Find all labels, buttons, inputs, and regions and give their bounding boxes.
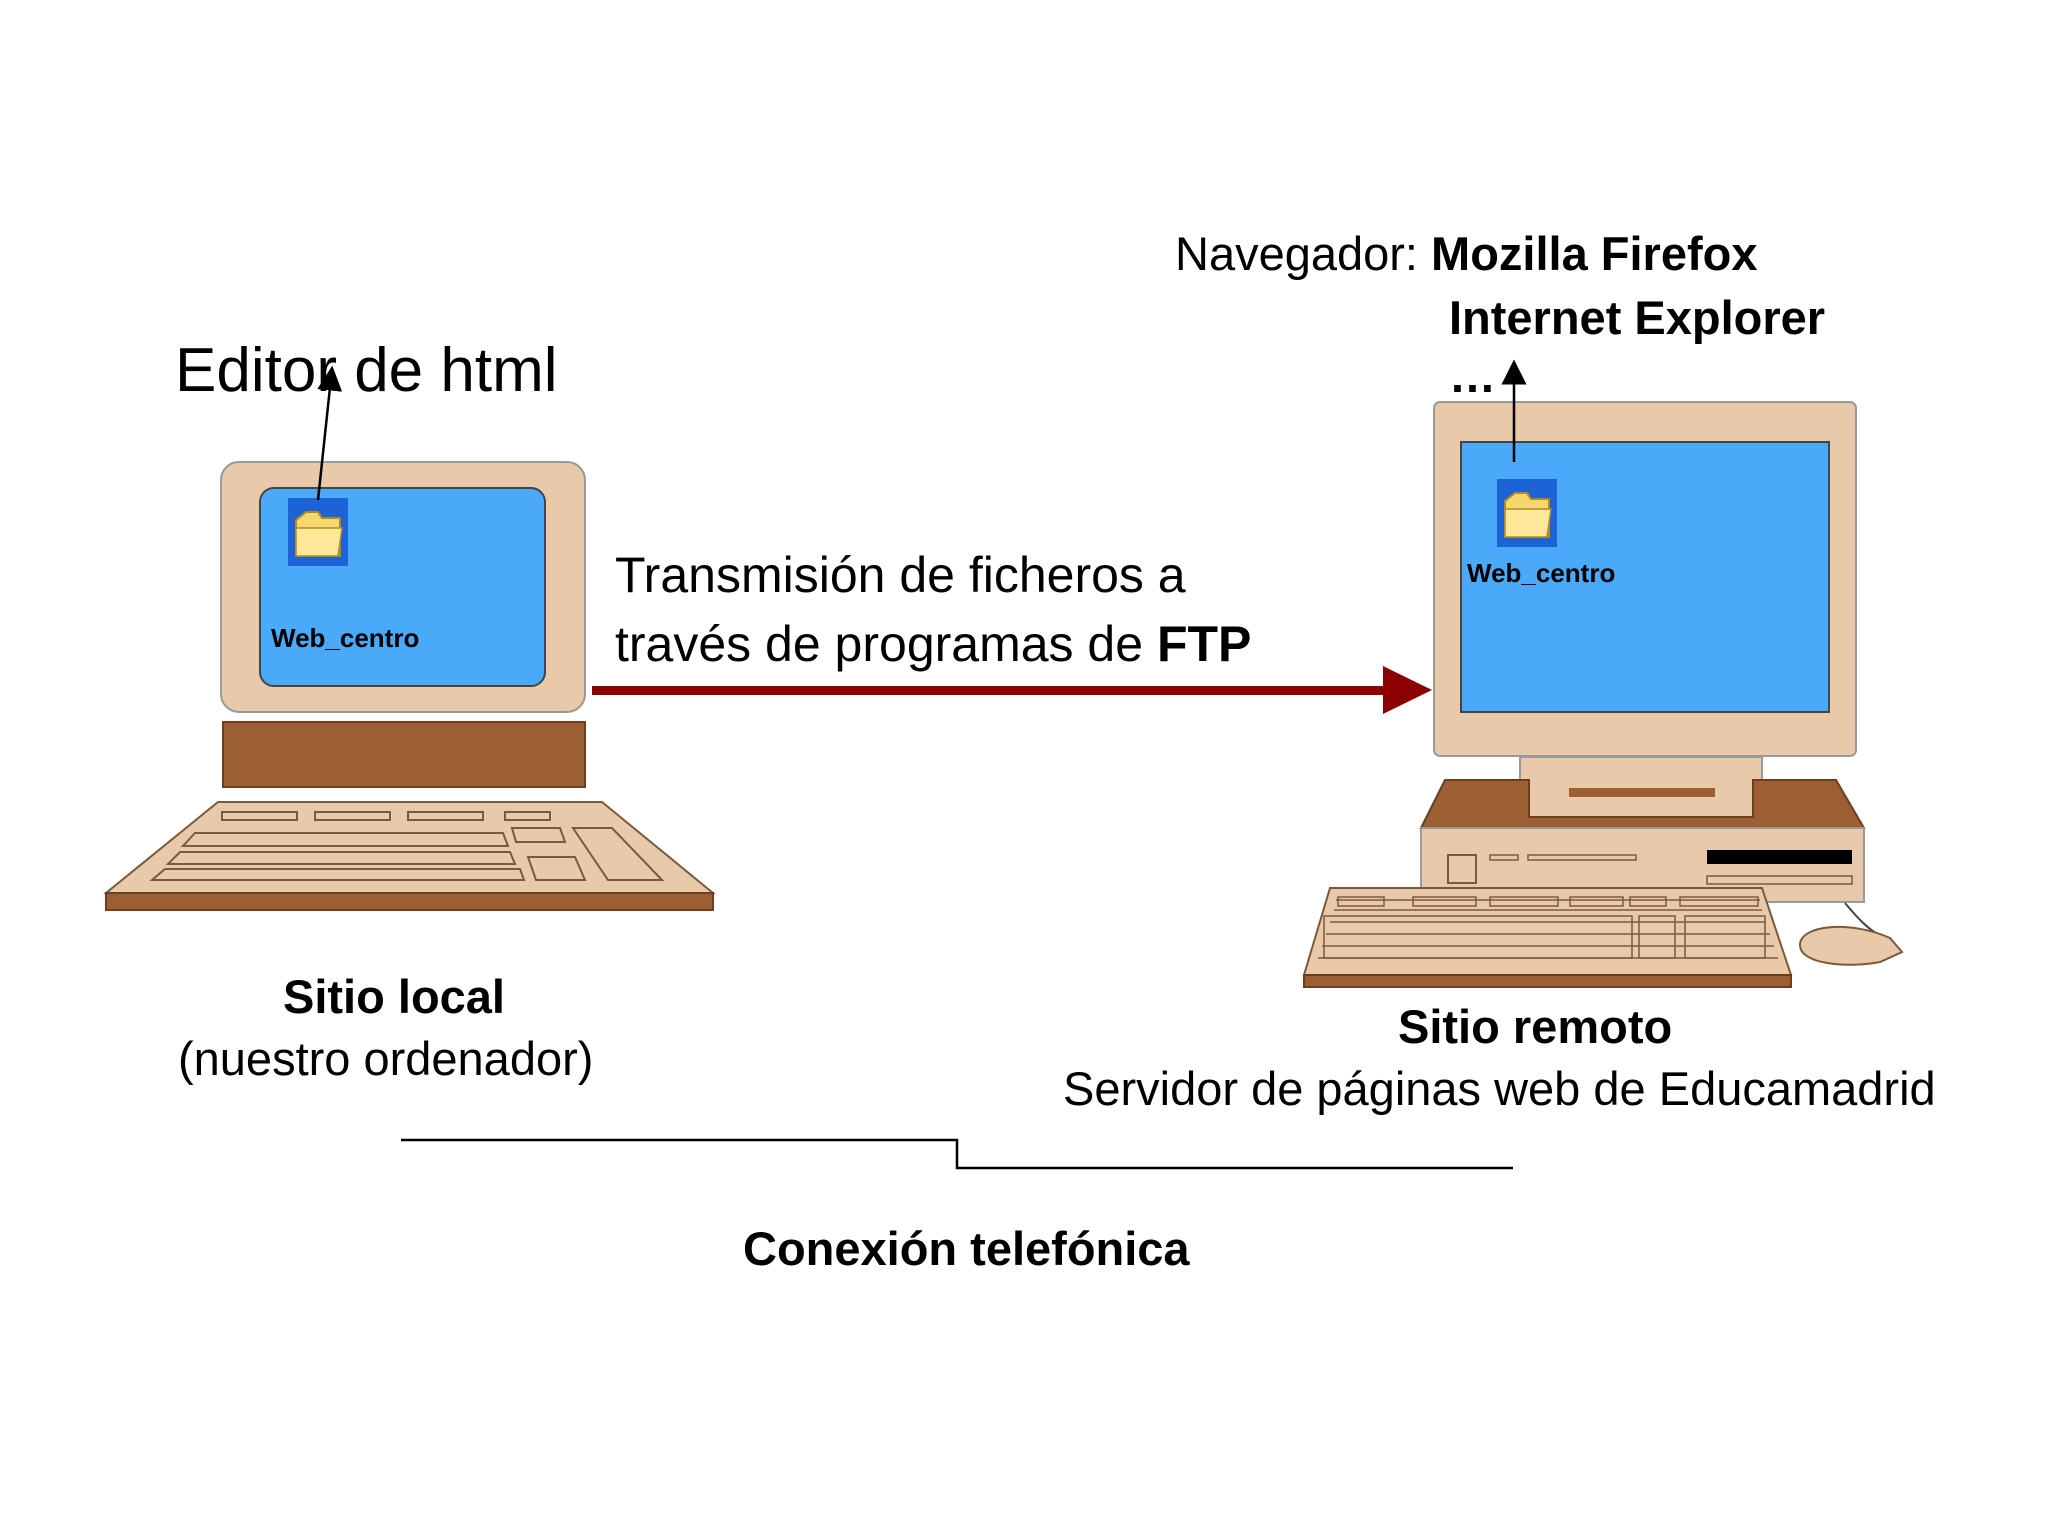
remote-site-title: Sitio remoto	[1398, 1003, 1672, 1050]
transfer-label-line2: través de programas de FTP	[615, 619, 1251, 669]
remote-keyboard	[1304, 888, 1791, 987]
ftp-transfer-arrow	[592, 666, 1432, 714]
local-folder-label: Web_centro	[271, 625, 419, 651]
remote-mouse	[1800, 903, 1902, 965]
ftp-label: FTP	[1157, 616, 1251, 672]
local-site-subtitle: (nuestro ordenador)	[178, 1035, 593, 1082]
browser-ie: Internet Explorer	[1449, 294, 1825, 341]
editor-label: Editor de html	[175, 340, 558, 402]
remote-folder-label: Web_centro	[1467, 560, 1615, 586]
remote-folder-icon	[1497, 479, 1557, 547]
browser-ellipsis: …	[1449, 352, 1496, 399]
transfer-label-line2-text: través de programas de	[615, 616, 1157, 672]
transfer-label-line1: Transmisión de ficheros a	[615, 550, 1186, 600]
browser-firefox: Mozilla Firefox	[1431, 227, 1757, 280]
local-monitor-base	[223, 722, 585, 787]
local-keyboard	[106, 802, 713, 910]
phone-connection-line	[401, 1140, 1513, 1168]
local-folder-icon	[288, 498, 348, 566]
local-site-title: Sitio local	[283, 973, 505, 1020]
browser-label-line1: Navegador: Mozilla Firefox	[1175, 230, 1757, 277]
remote-site-subtitle: Servidor de páginas web de Educamadrid	[1063, 1065, 1936, 1112]
browser-prefix: Navegador:	[1175, 227, 1431, 280]
connection-label: Conexión telefónica	[743, 1225, 1190, 1272]
